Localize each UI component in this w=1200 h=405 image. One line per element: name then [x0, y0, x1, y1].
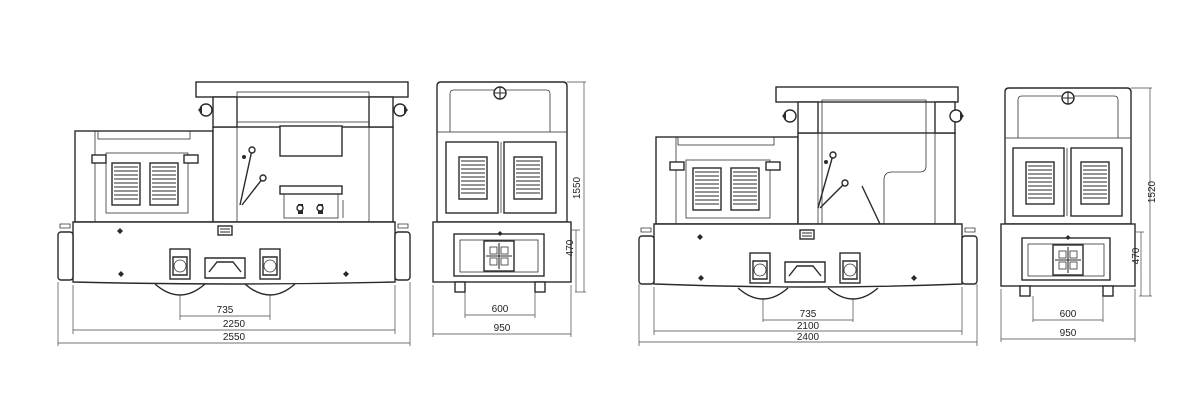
- engine-hood: [74, 130, 214, 223]
- wheel-right: [244, 283, 296, 296]
- louver-left: [111, 162, 141, 206]
- cab-door-outline: [821, 99, 927, 224]
- handle-right: [765, 161, 781, 171]
- wheel-right: [827, 287, 879, 300]
- side-view-a: 735 2250 2550: [57, 81, 411, 346]
- dim-overall-length-a: 2550: [223, 332, 246, 343]
- cab-roof: [775, 86, 959, 103]
- dim-height-a: 1550: [572, 176, 583, 199]
- lamp-left: [782, 109, 797, 123]
- handle-left: [669, 161, 685, 171]
- frame: [72, 221, 396, 285]
- end-lamp-b: [1061, 91, 1075, 105]
- dim-inner-length-b: 2100: [797, 321, 820, 332]
- control-stand: [279, 185, 344, 219]
- engine-hood: [655, 136, 799, 225]
- dim-overall-length-b: 2400: [797, 332, 820, 343]
- end-view-b: 600 950 1520 470: [1000, 87, 1158, 342]
- control-levers: [239, 146, 267, 206]
- dim-buffer-height-a: 470: [565, 239, 576, 256]
- cab-roof: [195, 81, 409, 98]
- brake-handle: [861, 185, 881, 225]
- buffer-left: [638, 235, 655, 285]
- buffer-right: [961, 235, 978, 285]
- dim-gauge-b: 600: [1060, 309, 1077, 320]
- lamp-right: [393, 103, 408, 117]
- wheel-left: [154, 283, 206, 296]
- handle-right: [183, 154, 199, 164]
- dim-buffer-height-b: 470: [1131, 247, 1142, 264]
- dim-wheelbase-a: 735: [217, 305, 234, 316]
- dim-height-b: 1520: [1147, 180, 1158, 203]
- side-view-b: 735 2100 2400: [638, 86, 978, 346]
- coupling-box: [784, 261, 826, 283]
- dim-inner-length-a: 2250: [223, 319, 246, 330]
- coupling-box: [204, 257, 246, 279]
- dim-gauge-a: 600: [492, 304, 509, 315]
- dim-width-a: 950: [494, 323, 511, 334]
- end-view-a: 600 950 1550 470: [432, 81, 586, 337]
- louver-right: [149, 162, 179, 206]
- lamp-left: [198, 103, 213, 117]
- cab: [797, 132, 956, 225]
- lamp-right: [949, 109, 964, 123]
- buffer-left: [57, 231, 74, 281]
- end-dims-b: 600 950 1520 470: [1000, 87, 1158, 342]
- end-lamp-a: [493, 86, 507, 100]
- louver-right: [730, 167, 760, 211]
- buffer-right: [394, 231, 411, 281]
- louver-left: [692, 167, 722, 211]
- frame: [653, 223, 963, 288]
- cab-window: [279, 125, 343, 157]
- end-dims-a: 600 950 1550 470: [432, 81, 586, 337]
- handle-left: [91, 154, 107, 164]
- wheel-left: [737, 287, 789, 300]
- side-dims-b: 735 2100 2400: [638, 284, 978, 346]
- dim-wheelbase-b: 735: [800, 309, 817, 320]
- dim-width-b: 950: [1060, 328, 1077, 339]
- side-dims-a: 735 2250 2550: [57, 282, 411, 346]
- control-levers: [817, 151, 849, 209]
